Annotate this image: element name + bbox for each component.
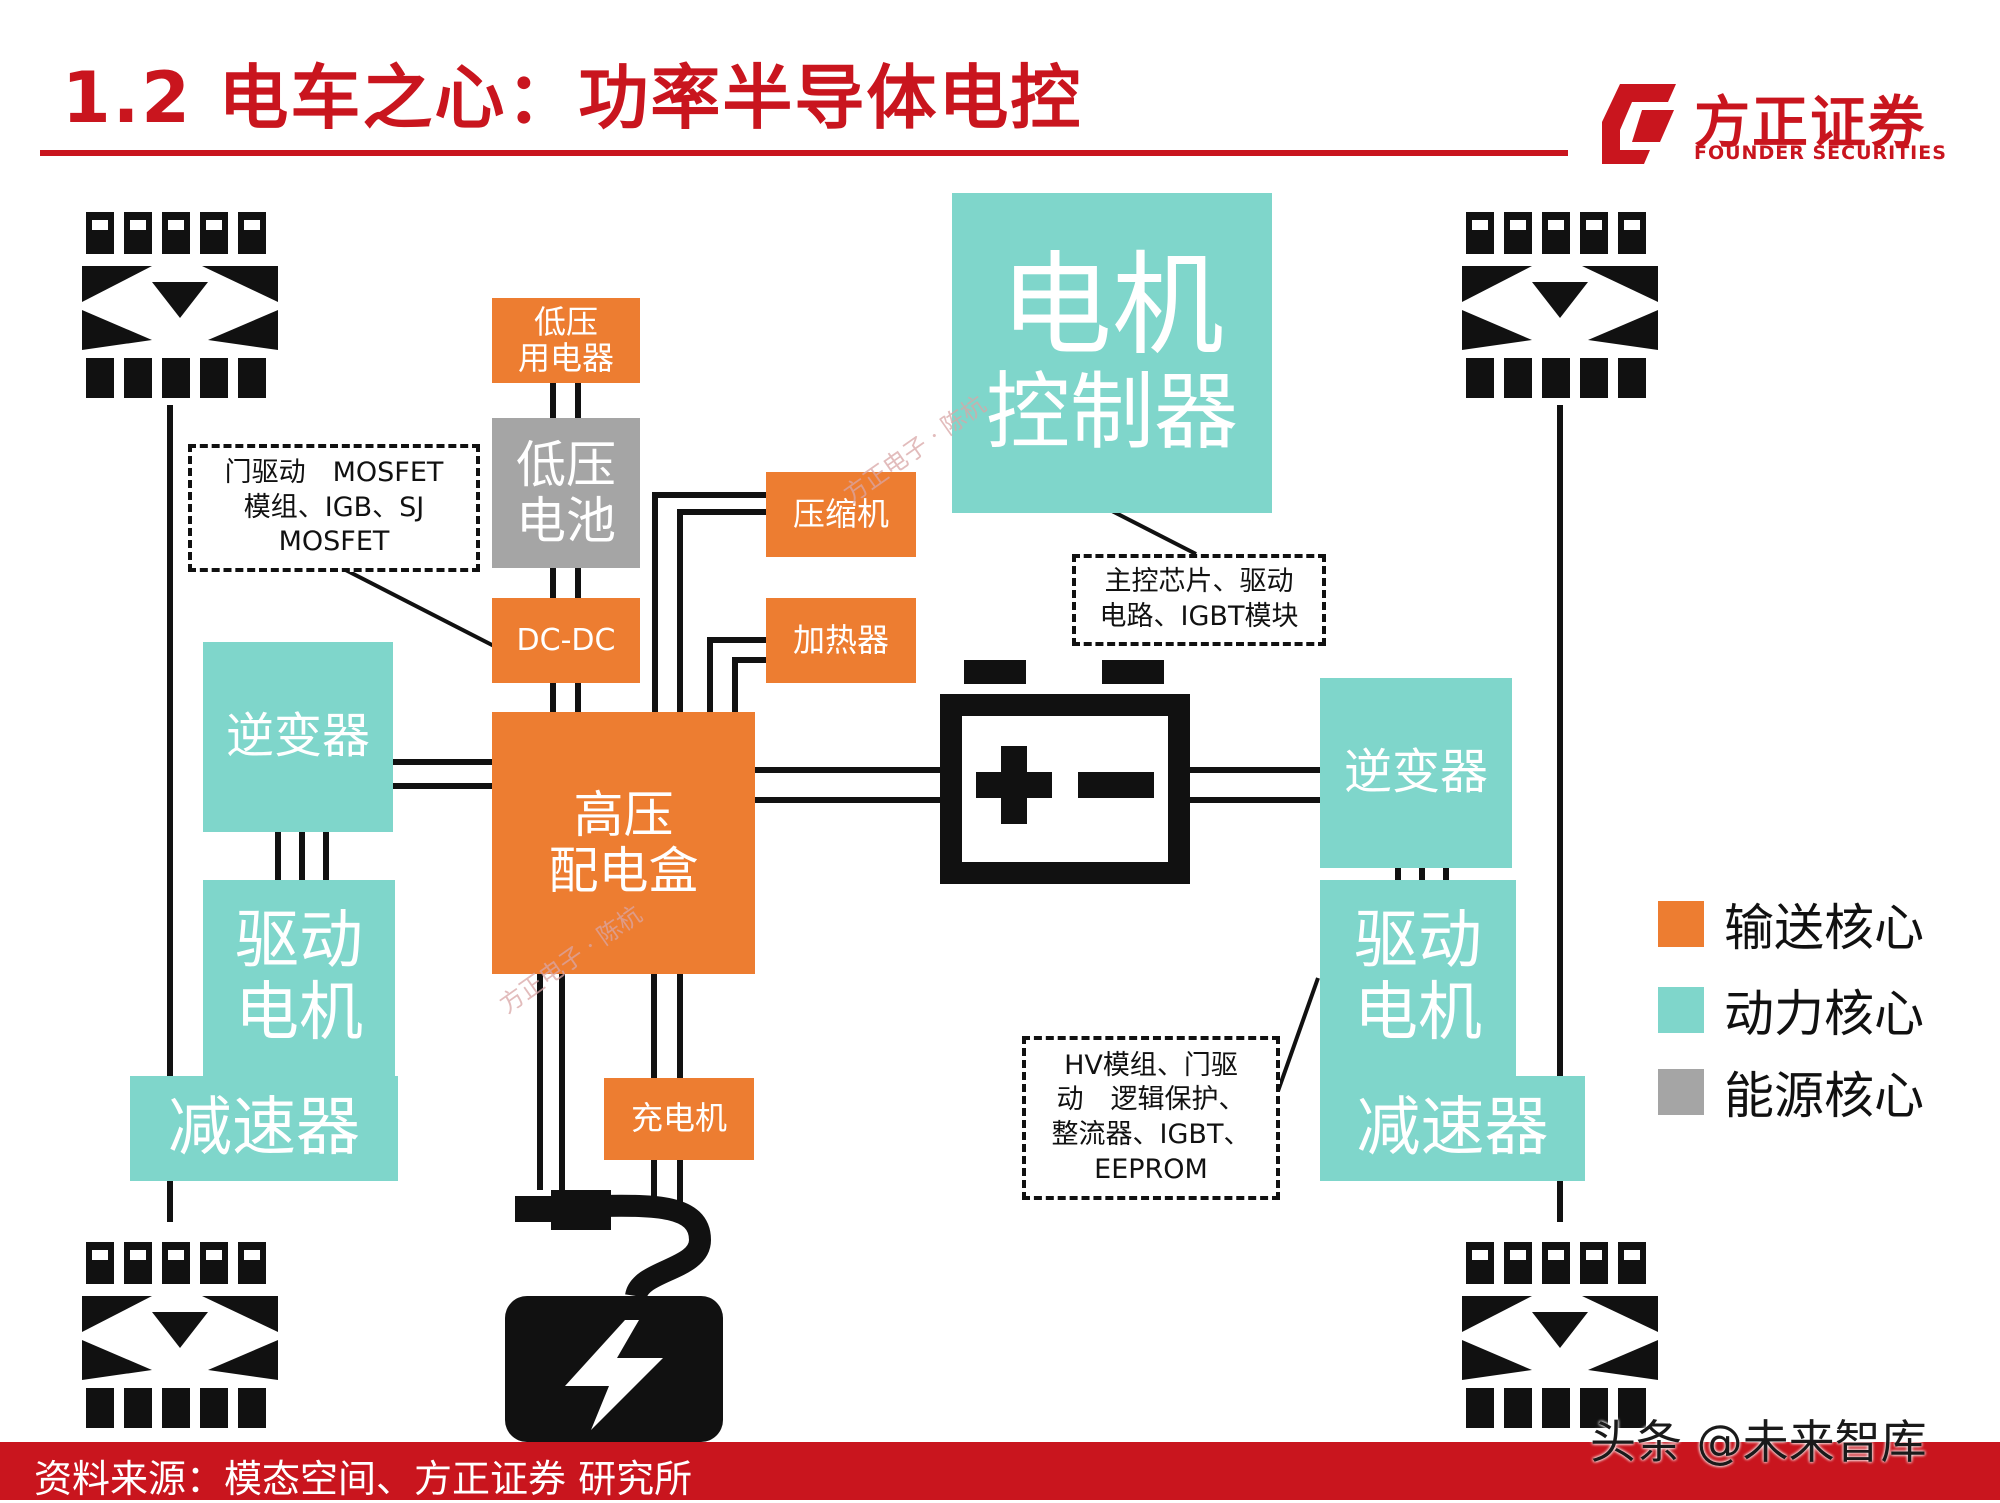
legend-label: 输送核心: [1724, 899, 1924, 957]
low-voltage-battery-box: 低压 电池: [492, 418, 640, 568]
logo-text-cn: 方正证券: [1694, 91, 1926, 156]
legend-label: 能源核心: [1724, 1067, 1924, 1125]
source-note: 资料来源：模态空间、方正证券 研究所: [34, 1457, 693, 1501]
watermark: 头条 @未来智库: [1590, 1415, 1927, 1469]
tire-icon: [82, 210, 278, 398]
legend-swatch: [1658, 1069, 1704, 1115]
tire-icon: [82, 1240, 278, 1428]
callout-right: HV模组、门驱 动 逻辑保护、 整流器、IGBT、 EEPROM: [1022, 1036, 1280, 1200]
tire-icon: [1462, 210, 1658, 398]
motor-controller-box: 电机 控制器: [952, 193, 1272, 513]
footer-bar: [0, 1442, 2000, 1500]
legend-item-energy: 能源核心: [1658, 1056, 1924, 1128]
callout-left: 门驱动 MOSFET 模组、IGB、SJ MOSFET: [188, 444, 480, 572]
legend-swatch: [1658, 987, 1704, 1033]
tire-icon: [1462, 1240, 1658, 1428]
legend-item-power: 动力核心: [1658, 974, 1924, 1046]
drive-motor-left-box: 驱动 电机: [203, 880, 395, 1076]
inverter-right-box: 逆变器: [1320, 678, 1512, 868]
heater-box: 加热器: [766, 598, 916, 683]
founder-logo-icon: [1602, 84, 1676, 164]
battery-icon: [940, 660, 1190, 884]
hv-distribution-box: 高压 配电盒: [492, 712, 755, 974]
charger-box: 充电机: [604, 1078, 754, 1160]
reducer-right-box: 减速器: [1320, 1076, 1585, 1181]
dcdc-box: DC-DC: [492, 598, 640, 683]
title-divider: [40, 150, 1568, 156]
page-title: 1.2 电车之心：功率半导体电控: [62, 57, 1083, 139]
founder-logo: 方正证券 FOUNDER SECURITIES: [1598, 78, 1946, 168]
motor-controller-title: 电机: [1000, 241, 1224, 371]
callout-controller: 主控芯片、驱动 电路、IGBT模块: [1072, 554, 1326, 646]
legend-label: 动力核心: [1724, 985, 1924, 1043]
charging-station-icon: [505, 1190, 723, 1442]
motor-controller-subtitle: 控制器: [985, 362, 1238, 461]
reducer-left-box: 减速器: [130, 1076, 398, 1181]
inverter-left-box: 逆变器: [203, 642, 393, 832]
legend-swatch: [1658, 901, 1704, 947]
low-voltage-appliance-box: 低压 用电器: [492, 298, 640, 383]
logo-text-en: FOUNDER SECURITIES: [1694, 142, 1947, 164]
compressor-box: 压缩机: [766, 472, 916, 557]
drive-motor-right-box: 驱动 电机: [1320, 880, 1516, 1076]
legend-item-transmission: 输送核心: [1658, 888, 1924, 960]
